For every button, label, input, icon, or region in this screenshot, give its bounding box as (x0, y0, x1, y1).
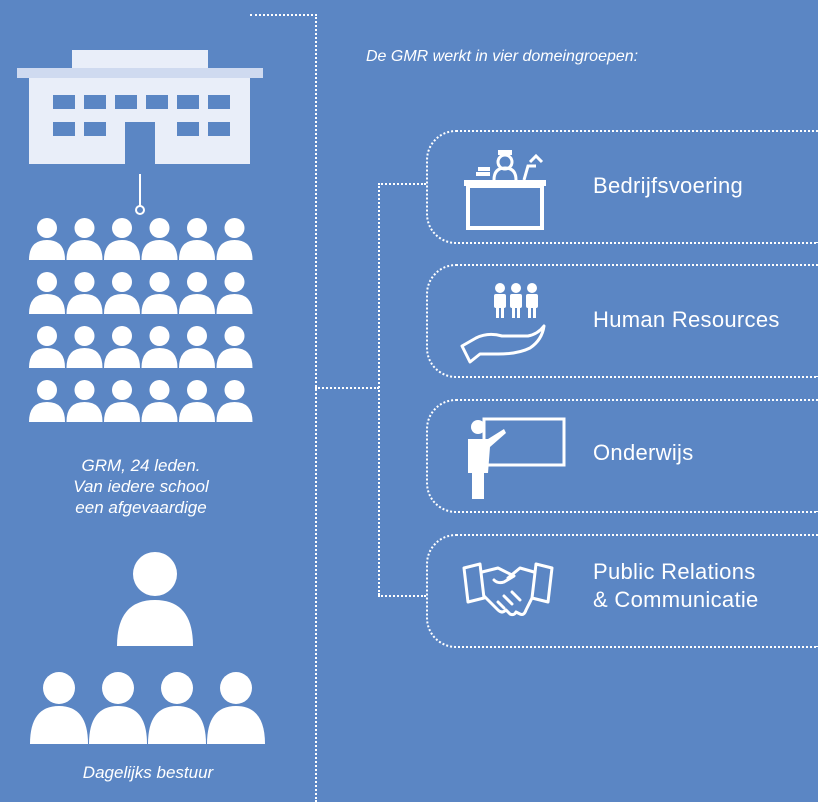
person-icon (30, 672, 88, 744)
person-icon (66, 380, 103, 422)
person-icon (179, 326, 215, 368)
domain-box-onderwijs: Onderwijs (426, 399, 818, 513)
domains-intro: De GMR werkt in vier domeingroepen: (366, 48, 639, 65)
person-icon (216, 218, 253, 260)
connector-branch (315, 387, 379, 389)
gmr-caption: GRM, 24 leden. Van iedere school een afg… (0, 455, 282, 518)
person-icon (66, 326, 103, 368)
person-icon (148, 672, 206, 744)
pin-connector (135, 174, 145, 215)
board-members-group (30, 672, 265, 744)
person-icon (141, 218, 178, 260)
gmr-caption-line2: Van iedere school (73, 477, 209, 496)
domain-box-bedrijfsvoering: Bedrijfsvoering (426, 130, 818, 244)
person-icon (141, 380, 178, 422)
person-icon (141, 326, 178, 368)
gmr-caption-line3: een afgevaardige (75, 498, 207, 517)
person-icon (89, 672, 147, 744)
handshake-icon (462, 562, 554, 617)
domain-box-human-resources: Human Resources (426, 264, 818, 378)
person-icon (66, 272, 103, 314)
domain-label-onderwijs: Onderwijs (593, 440, 694, 465)
domain-label-human-resources: Human Resources (593, 307, 780, 332)
person-icon (29, 380, 65, 422)
person-icon (29, 272, 65, 314)
person-icon (141, 272, 178, 314)
teacher-board-icon (468, 417, 566, 499)
connector-domains-vertical (378, 183, 380, 595)
person-icon (66, 218, 103, 260)
person-icon (104, 380, 140, 422)
board-caption: Dagelijks bestuur (82, 763, 214, 782)
connector-top (250, 14, 313, 16)
gmr-caption-line1: GRM, 24 leden. (81, 456, 201, 475)
connector-main-vertical (315, 14, 317, 802)
person-icon (29, 326, 65, 368)
domain-label-public-relations-line1: Public Relations (593, 559, 756, 584)
domain-box-public-relations: Public Relations & Communicatie (426, 534, 818, 648)
person-icon (216, 380, 253, 422)
domain-label-public-relations-line2: & Communicatie (593, 587, 759, 612)
chair-person-icon (117, 552, 193, 646)
person-icon (104, 326, 140, 368)
person-icon (207, 672, 265, 744)
person-icon (104, 218, 140, 260)
people-in-hand-icon (460, 283, 546, 364)
person-icon (179, 380, 215, 422)
reception-desk-icon (464, 150, 546, 230)
person-icon (179, 272, 215, 314)
connector-domain-4 (378, 595, 426, 597)
person-icon (29, 218, 65, 260)
domain-label-bedrijfsvoering: Bedrijfsvoering (593, 173, 744, 198)
person-icon (179, 218, 215, 260)
person-icon (216, 326, 253, 368)
connector-domain-1 (378, 183, 426, 185)
person-icon (216, 272, 253, 314)
school-building-icon (17, 50, 263, 165)
domain-label-public-relations: Public Relations & Communicatie (593, 558, 759, 614)
gmr-members-group (29, 218, 253, 422)
person-icon (104, 272, 140, 314)
